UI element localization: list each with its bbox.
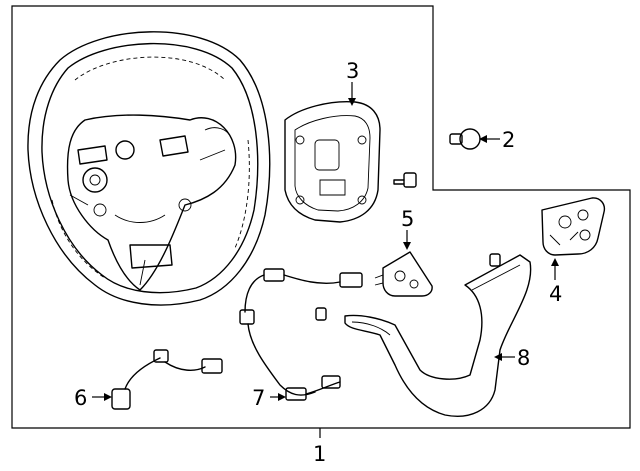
steering-wheel — [27, 31, 271, 306]
callout-7: 7 — [252, 386, 265, 410]
assembly-frame — [11, 5, 631, 429]
callout-8: 8 — [517, 346, 530, 370]
callout-1: 1 — [313, 442, 326, 466]
callout-2: 2 — [502, 128, 515, 152]
callout-6: 6 — [74, 386, 87, 410]
lower-trim-cover — [344, 254, 532, 417]
airbag-bolt — [393, 172, 417, 188]
small-harness — [111, 349, 223, 410]
left-switch — [374, 251, 433, 297]
right-switch — [541, 197, 606, 256]
callout-5: 5 — [401, 207, 414, 231]
leader-lines — [92, 82, 559, 438]
airbag-module — [284, 100, 381, 223]
wiring-harness — [239, 268, 363, 401]
screw-small — [315, 253, 501, 321]
callout-3: 3 — [346, 59, 359, 83]
callout-4: 4 — [549, 282, 562, 306]
clip-part — [449, 128, 481, 150]
